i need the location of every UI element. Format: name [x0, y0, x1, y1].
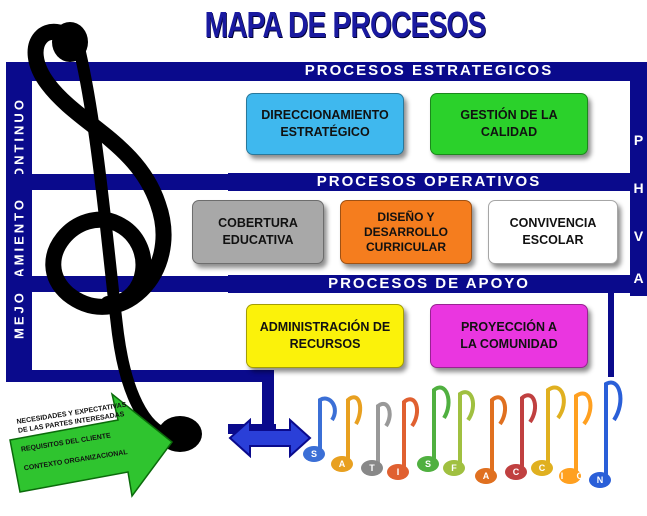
satisfaccion-letter-9: C	[539, 463, 546, 473]
section-operativos-header: PROCESOS OPERATIVOS	[228, 173, 630, 191]
page-title: MAPA DE PROCESOS	[204, 4, 487, 45]
phva-letter-a: A	[633, 270, 644, 286]
satisfaccion-letter-11: Ó	[576, 470, 583, 481]
satisfaccion-letter-8: C	[513, 467, 520, 477]
section-operativos-label: PROCESOS OPERATIVOS	[316, 173, 542, 190]
satisfaccion-letter-3: T	[369, 463, 375, 473]
section-apoyo-header: PROCESOS DE APOYO	[228, 275, 630, 293]
satisfaccion-letter-4: I	[397, 467, 400, 477]
satisfaccion-notes-icon: S A T I S F A C C I Ó N	[303, 380, 623, 488]
phva-bar: P H V A	[630, 62, 647, 296]
frame-mid1-left	[6, 174, 228, 190]
section-estrategicos-label: PROCESOS ESTRATEGICOS	[304, 62, 554, 79]
phva-letter-v: V	[633, 228, 644, 244]
treble-clef-icon	[27, 22, 202, 452]
satisfaccion-letter-10: I	[561, 471, 564, 481]
frame-bottom	[6, 370, 274, 382]
section-estrategicos-header: PROCESOS ESTRATEGICOS	[228, 62, 630, 81]
satisfaccion-letter-2: A	[339, 459, 346, 469]
phva-letter-h: H	[633, 180, 644, 196]
satisfaccion-letter-7: A	[483, 471, 490, 481]
frame-top-left	[6, 62, 228, 81]
frame-connector-down	[262, 370, 274, 430]
double-arrow-icon	[228, 418, 312, 458]
satisfaccion-letter-5: S	[425, 459, 431, 469]
phva-letter-p: P	[633, 132, 644, 148]
section-apoyo-label: PROCESOS DE APOYO	[328, 275, 530, 292]
frame-apoyo-right-edge	[608, 291, 614, 377]
satisfaccion-letter-1: S	[311, 449, 317, 459]
satisfaccion-letter-12: N	[597, 475, 604, 485]
mejoramiento-continuo-bar: MEJORAMIENTO CONTINUO	[6, 66, 32, 370]
inputs-arrow-icon	[9, 392, 174, 498]
satisfaccion-letter-6: F	[451, 463, 457, 473]
